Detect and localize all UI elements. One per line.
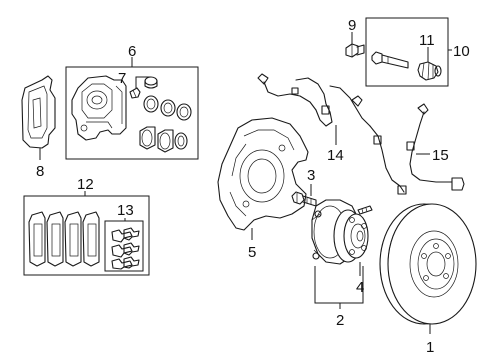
pad-hardware-clips [111,227,140,270]
callout-5: 5 [248,244,256,261]
hub-bearing-assembly [311,199,369,265]
bleeder-screw [129,87,141,99]
bleeder-cap [144,76,158,89]
callout-12: 12 [77,176,94,193]
callout-2: 2 [336,312,344,329]
callout-7: 7 [118,70,126,87]
caliper-seals [143,95,192,121]
callout-15: 15 [432,147,449,164]
wheel-stud [357,205,373,215]
dust-shield [217,117,309,231]
leader-2 [314,266,364,304]
callout-3: 3 [307,167,315,184]
callout-6: 6 [128,43,136,60]
brake-pad-kit-box [23,195,150,276]
guide-pin-boot [417,61,442,81]
callout-9: 9 [348,17,356,34]
callout-8: 8 [36,163,44,180]
callout-13: 13 [117,202,134,219]
brake-caliper [71,75,127,141]
wheel-speed-sensor [257,73,407,195]
callout-4: 4 [356,279,364,296]
caliper-bolt [345,43,365,58]
brake-pads [28,211,100,267]
guide-pin [371,51,409,69]
callout-1: 1 [426,339,434,356]
brake-rotor [379,203,477,325]
pad-wear-sensor [406,103,465,191]
callout-14: 14 [327,147,344,164]
leader-7 [135,76,151,88]
hub-bolt [291,191,317,207]
callout-11: 11 [419,32,435,49]
hardware-kit-box [104,220,144,272]
guide-pin-kit-box [365,17,449,87]
callout-10: 10 [453,43,470,60]
caliper-bracket [21,75,56,149]
caliper-pistons [139,126,188,153]
